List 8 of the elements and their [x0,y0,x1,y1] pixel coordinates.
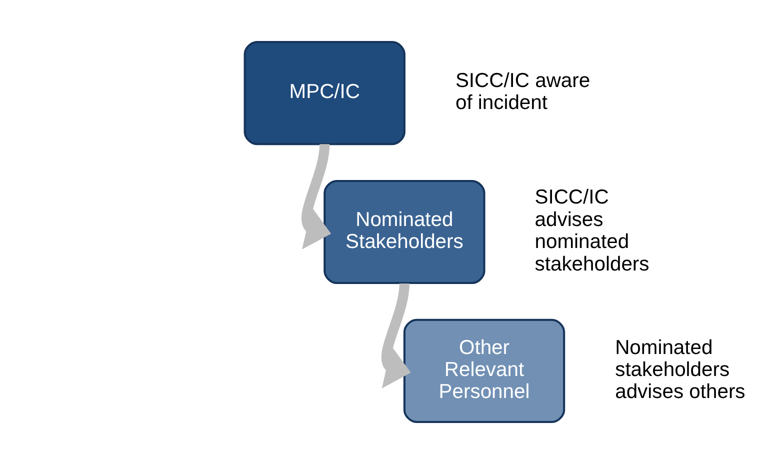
node-box: MPC/IC [244,40,406,145]
node-box: Nominated Stakeholders [324,179,486,284]
node-label: SICC/IC aware of incident [455,70,590,114]
node-box: Other Relevant Personnel [403,318,566,422]
arrow [381,282,411,388]
node-label: SICC/IC advises nominated stakeholders [534,186,650,275]
arrow [302,143,332,249]
node-label: Nominated stakeholders advises others [615,336,746,403]
